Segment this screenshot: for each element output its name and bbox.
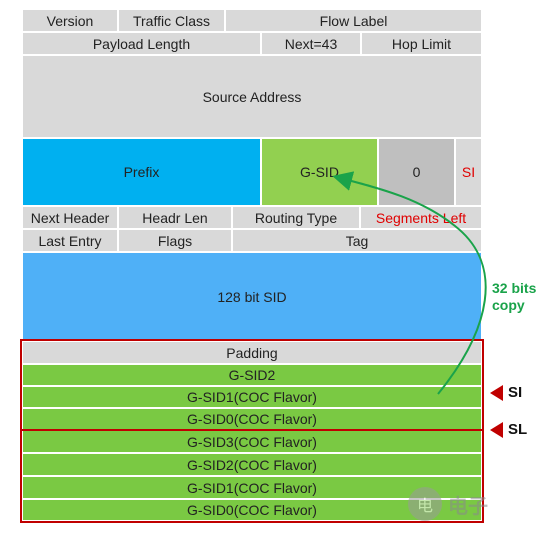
hop-limit-field: Hop Limit	[361, 32, 482, 55]
segment-row: G-SID1(COC Flavor)	[22, 386, 482, 408]
traffic-class-field: Traffic Class	[118, 9, 225, 32]
zero-field: 0	[378, 138, 455, 206]
sl-marker-label: SL	[508, 421, 528, 438]
routing-type-field: Routing Type	[232, 206, 360, 229]
last-entry-field: Last Entry	[22, 229, 118, 252]
watermark-text: 电子	[448, 495, 488, 518]
next-header-field: Next=43	[261, 32, 361, 55]
padding-field: Padding	[22, 341, 482, 364]
gsid-field: G-SID	[261, 138, 378, 206]
flow-label-field: Flow Label	[225, 9, 482, 32]
si-marker-label: SI	[508, 384, 523, 401]
sl-marker: SL	[490, 421, 527, 438]
header-len-field: Headr Len	[118, 206, 232, 229]
tag-field: Tag	[232, 229, 482, 252]
si-field: SI	[455, 138, 482, 206]
flags-field: Flags	[118, 229, 232, 252]
srh-next-header-field: Next Header	[22, 206, 118, 229]
payload-length-field: Payload Length	[22, 32, 261, 55]
copy-label-line2: copy	[492, 297, 525, 313]
copy-label: 32 bits copy	[492, 280, 536, 314]
segment-row: G-SID0(COC Flavor)	[22, 499, 482, 521]
source-address-field: Source Address	[22, 55, 482, 138]
segment-row: G-SID1(COC Flavor)	[22, 476, 482, 499]
triangle-left-icon	[490, 384, 503, 401]
segment-row: G-SID2(COC Flavor)	[22, 453, 482, 476]
triangle-left-icon	[490, 421, 503, 438]
sid-128-field: 128 bit SID	[22, 252, 482, 341]
watermark-logo-icon: 电	[408, 487, 442, 521]
version-field: Version	[22, 9, 118, 32]
si-marker: SI	[490, 384, 522, 401]
sl-group-box	[20, 429, 484, 523]
copy-label-line1: 32 bits	[492, 280, 537, 296]
prefix-field: Prefix	[22, 138, 261, 206]
segment-row: G-SID2	[22, 364, 482, 386]
watermark: 电 电子	[408, 482, 518, 526]
